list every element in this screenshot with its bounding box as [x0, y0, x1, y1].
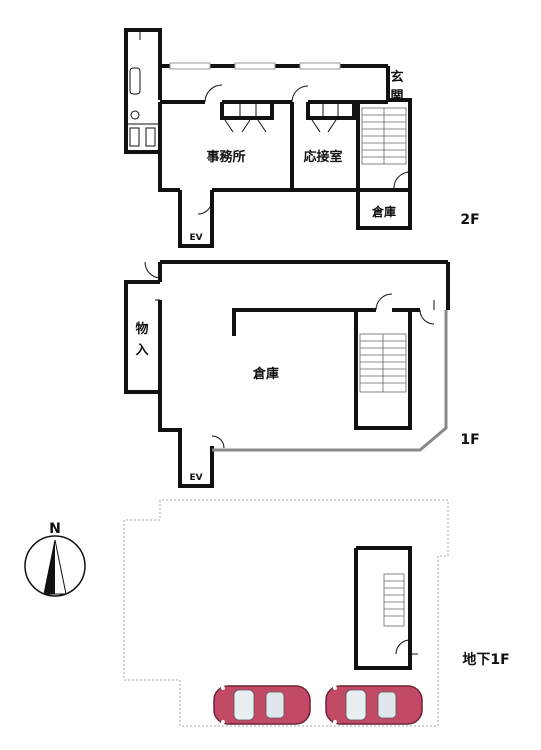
bathtub-icon — [129, 67, 141, 95]
stairs-icon — [383, 573, 405, 627]
stairs-icon — [359, 333, 407, 393]
floor-label-b1: 地下1F — [462, 651, 509, 668]
compass: N — [24, 521, 86, 597]
floor-label-1f: 1F — [460, 432, 479, 448]
north-label: N — [49, 521, 61, 537]
car-icon — [213, 685, 311, 725]
room-label-entrance: 関 — [390, 89, 403, 104]
toilet-icon — [130, 110, 140, 120]
floor-b1: 地下1F — [123, 499, 510, 727]
floor-1f: 物 入 倉庫 EV 1F — [124, 260, 480, 488]
door-swing-icon — [291, 85, 309, 103]
room-label-storage: 倉庫 — [371, 204, 396, 219]
floor-label-2f: 2F — [460, 212, 479, 228]
room-label-closet: 入 — [135, 343, 148, 358]
room-label-closet: 物 — [135, 321, 148, 337]
room-label-elevator: EV — [189, 473, 202, 483]
door-swing-icon — [204, 84, 223, 103]
stairs-icon — [361, 107, 407, 165]
room-label-reception: 応接室 — [303, 149, 342, 165]
room-label-entrance: 玄 — [390, 69, 403, 85]
room-label-office: 事務所 — [206, 149, 245, 165]
room-label-warehouse: 倉庫 — [252, 366, 279, 382]
floor-2f: 玄 関 事務所 応接室 倉庫 EV 2F — [124, 28, 480, 248]
room-label-elevator: EV — [189, 233, 202, 243]
car-icon — [325, 685, 423, 725]
